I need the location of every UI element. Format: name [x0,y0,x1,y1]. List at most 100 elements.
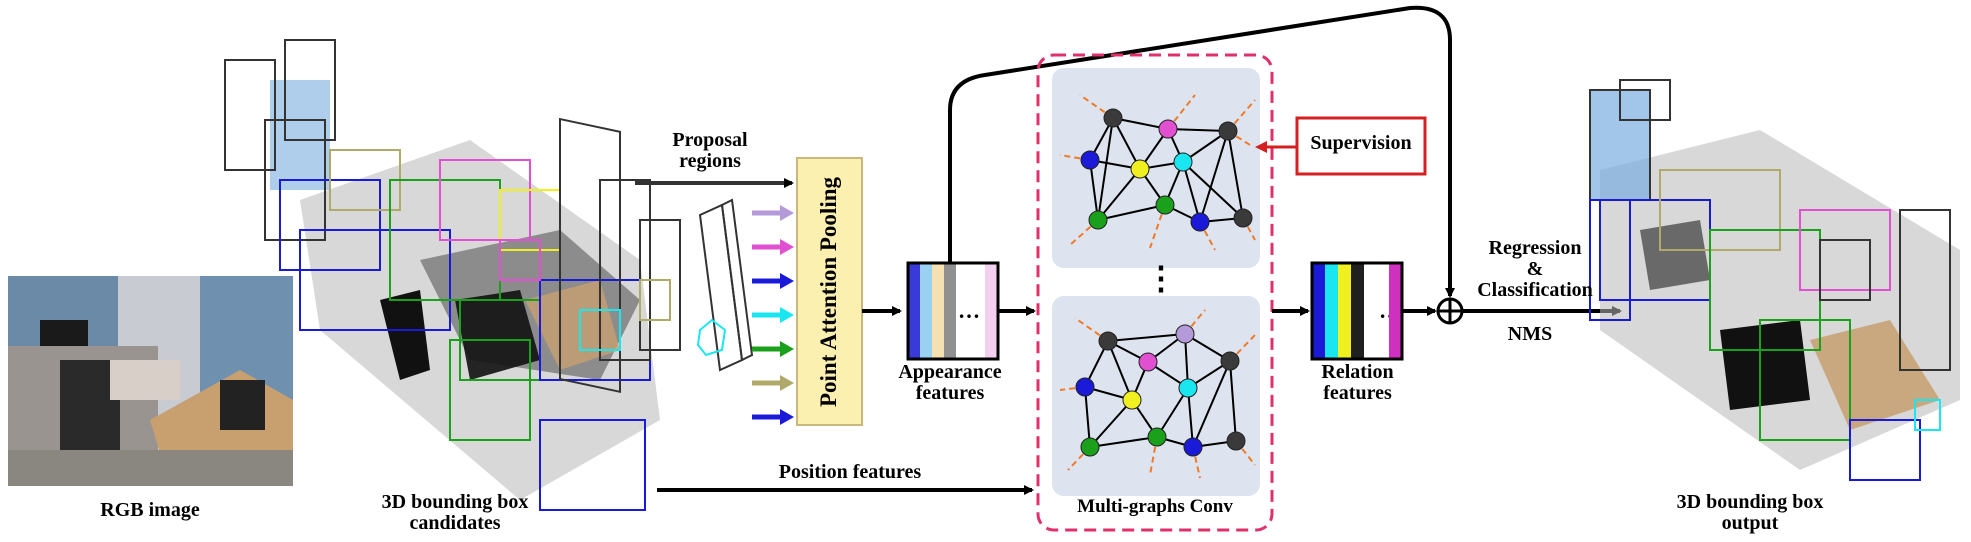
feature-stripe [908,263,920,359]
feature-stripe [1389,263,1402,359]
graph-edge [1097,117,1114,221]
output-label-line2: output [1721,512,1779,534]
candidates-label: 3D bounding box candidates [360,492,550,534]
graph-node [1226,431,1246,451]
graph-top [1059,94,1256,251]
graph-spoke [1069,219,1099,246]
candidates-label-line1: 3D bounding box [381,491,529,513]
multi-graphs-conv-label: Multi-graphs Conv [1077,496,1233,517]
graph-node [1190,212,1210,232]
graph-spoke [1149,436,1158,476]
regression-label-line2: & [1526,258,1544,280]
feature-stripe [985,263,998,359]
point-attention-pooling-box [796,157,863,426]
candidates-point-cloud [270,80,660,500]
relation-label-line1: Relation [1321,361,1394,383]
feature-stripe [1338,263,1351,359]
pooling-input-arrow [752,239,794,255]
graph-node [1080,437,1100,457]
feature-stripe [1312,263,1325,359]
graph-node [1183,437,1203,457]
proposal-region-crop [696,198,754,372]
graph-edge [1167,128,1229,132]
graph-edge [1084,386,1091,448]
graph-edge [1107,333,1186,342]
feature-stripe [1325,263,1338,359]
appearance-label-line2: features [915,382,985,404]
graph-spoke [1227,99,1256,132]
graph-spoke [1079,94,1114,119]
output-label: 3D bounding box output [1650,492,1850,534]
graph-edge [1112,117,1141,170]
pooling-input-arrow [752,341,794,357]
proposal-label-line1: Proposal [672,129,748,151]
supervision-label: Supervision [1310,132,1412,154]
graph-node [1088,210,1108,230]
graph-edge [1182,161,1244,219]
graph-node [1178,378,1198,398]
graph-node [1138,352,1158,372]
graph-spoke [1167,94,1196,130]
pooling-input-arrow [752,205,794,221]
graph-node [1098,331,1118,351]
skip-connection-arrow [948,5,1455,298]
graph-edge [1107,340,1133,401]
graph-edge [1187,387,1194,448]
graph-spoke [1229,334,1256,362]
candidate-boxes [224,39,681,511]
graph-node [1218,121,1238,141]
graph-node [1130,159,1150,179]
graph-edge [1199,130,1229,223]
relation-features-label: Relation features [1300,362,1415,404]
relation-features-bar: … [1312,263,1402,359]
appearance-features-bar: … [908,263,998,359]
graph-node [1075,377,1095,397]
feature-stripe [932,263,944,359]
output-boxes [1589,79,1951,481]
pooling-input-arrow [752,307,794,323]
feature-stripe [1364,263,1377,359]
pooling-input-arrow [752,273,794,289]
feature-stripe [920,263,932,359]
output-label-line1: 3D bounding box [1676,491,1824,513]
pooling-input-arrow [752,375,794,391]
sum-operator-icon [1436,297,1464,325]
graph-spoke [1074,317,1109,342]
graph-edge [1097,168,1141,221]
graph-node [1233,208,1253,228]
graph-edge [1089,159,1099,221]
regression-label-line3: Classification [1477,279,1593,301]
graph-edge [1097,204,1166,221]
graph-node [1080,150,1100,170]
supervision-box [1295,116,1427,176]
rgb-image-photo [8,276,293,486]
graph-node [1220,351,1240,371]
graph-edge [1227,130,1244,219]
feature-stripe [1351,263,1364,359]
appearance-features-label: Appearance features [885,362,1015,404]
multi-graph-conv-border [1036,53,1274,532]
graph-edge [1089,399,1133,448]
graph-node [1173,152,1193,172]
graph-node [1175,324,1195,344]
graph-node [1158,119,1178,139]
candidates-label-line2: candidates [409,512,501,534]
nms-label: NMS [1507,323,1553,345]
graph-node [1155,195,1175,215]
graph-node [1147,427,1167,447]
proposal-regions-label: Proposal regions [650,130,770,172]
graph-edge [1182,161,1201,223]
appearance-label-line1: Appearance [898,361,1002,383]
graph-edge [1229,360,1237,442]
regression-classification-label: Regression & Classification [1465,238,1605,301]
graph-node [1103,108,1123,128]
graph-edge [1089,436,1158,448]
pooling-input-arrow [752,409,794,425]
graph-bottom [1059,309,1256,479]
proposal-label-line2: regions [679,150,741,172]
regression-label-line1: Regression [1488,237,1582,259]
pooling-input-arrows [752,205,794,425]
rgb-image-label: RGB image [100,499,200,521]
